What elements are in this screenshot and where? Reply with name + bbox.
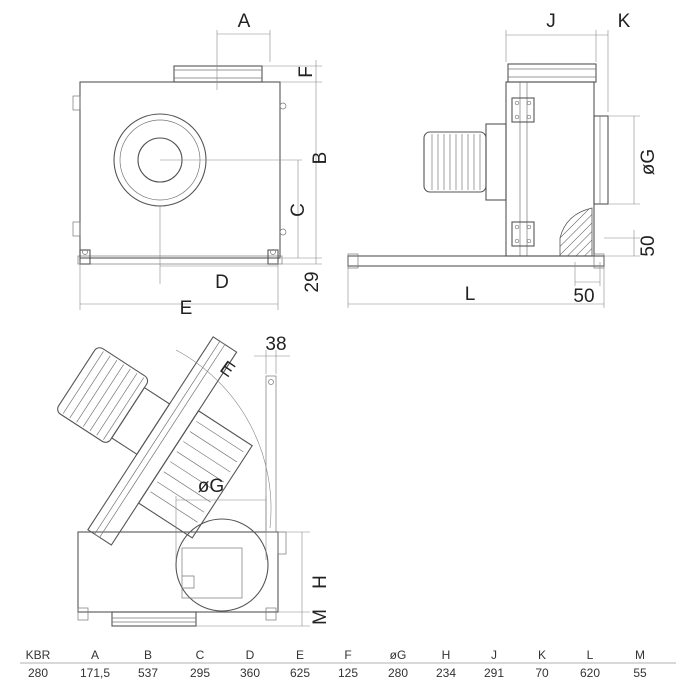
label-D: D xyxy=(215,272,229,293)
label-E-front: E xyxy=(180,298,193,319)
table-cell: 620 xyxy=(580,666,600,680)
label-G-tilted: øG xyxy=(198,476,224,497)
table-header-cell: D xyxy=(246,648,255,662)
dimension-table-header: KBR A B C D E F øG H J K L M xyxy=(26,648,645,662)
table-cell: 295 xyxy=(190,666,210,680)
label-38: 38 xyxy=(265,334,286,355)
table-header-cell: B xyxy=(144,648,152,662)
table-cell: 360 xyxy=(240,666,260,680)
table-header-cell: L xyxy=(587,648,594,662)
label-B: B xyxy=(310,152,331,165)
label-M: M xyxy=(310,609,331,625)
table-header-cell: M xyxy=(635,648,645,662)
table-header-cell: E xyxy=(296,648,304,662)
label-A: A xyxy=(238,11,251,32)
label-J: J xyxy=(546,11,556,32)
table-header-cell: KBR xyxy=(26,648,51,662)
label-50-side: 50 xyxy=(638,235,659,256)
front-view xyxy=(72,30,322,310)
table-header-cell: C xyxy=(196,648,205,662)
label-29: 29 xyxy=(302,271,323,292)
dimension-table-row: 280 171,5 537 295 360 625 125 280 234 29… xyxy=(28,666,647,680)
label-C: C xyxy=(288,203,309,217)
motor-fins xyxy=(431,134,481,190)
table-cell: 171,5 xyxy=(80,666,110,680)
table-header-cell: K xyxy=(538,648,546,662)
table-cell: 234 xyxy=(436,666,456,680)
table-cell: 55 xyxy=(633,666,647,680)
table-cell: 625 xyxy=(290,666,310,680)
side-view xyxy=(347,30,640,308)
table-cell: 280 xyxy=(28,666,48,680)
table-cell: 291 xyxy=(484,666,504,680)
tilted-view xyxy=(57,336,310,627)
table-header-cell: A xyxy=(91,648,99,662)
table-cell: 70 xyxy=(535,666,549,680)
table-header-cell: øG xyxy=(390,648,407,662)
table-cell: 125 xyxy=(338,666,358,680)
label-H: H xyxy=(310,575,331,589)
table-header-cell: F xyxy=(344,648,351,662)
table-cell: 280 xyxy=(388,666,408,680)
label-K: K xyxy=(618,11,631,32)
label-L: L xyxy=(465,284,476,305)
label-F: F xyxy=(296,66,317,78)
table-cell: 537 xyxy=(138,666,158,680)
label-G-side: øG xyxy=(638,149,659,175)
table-header-cell: H xyxy=(442,648,451,662)
impeller-blades xyxy=(150,421,244,523)
table-header-cell: J xyxy=(491,648,497,662)
label-50-bottom: 50 xyxy=(573,286,594,307)
